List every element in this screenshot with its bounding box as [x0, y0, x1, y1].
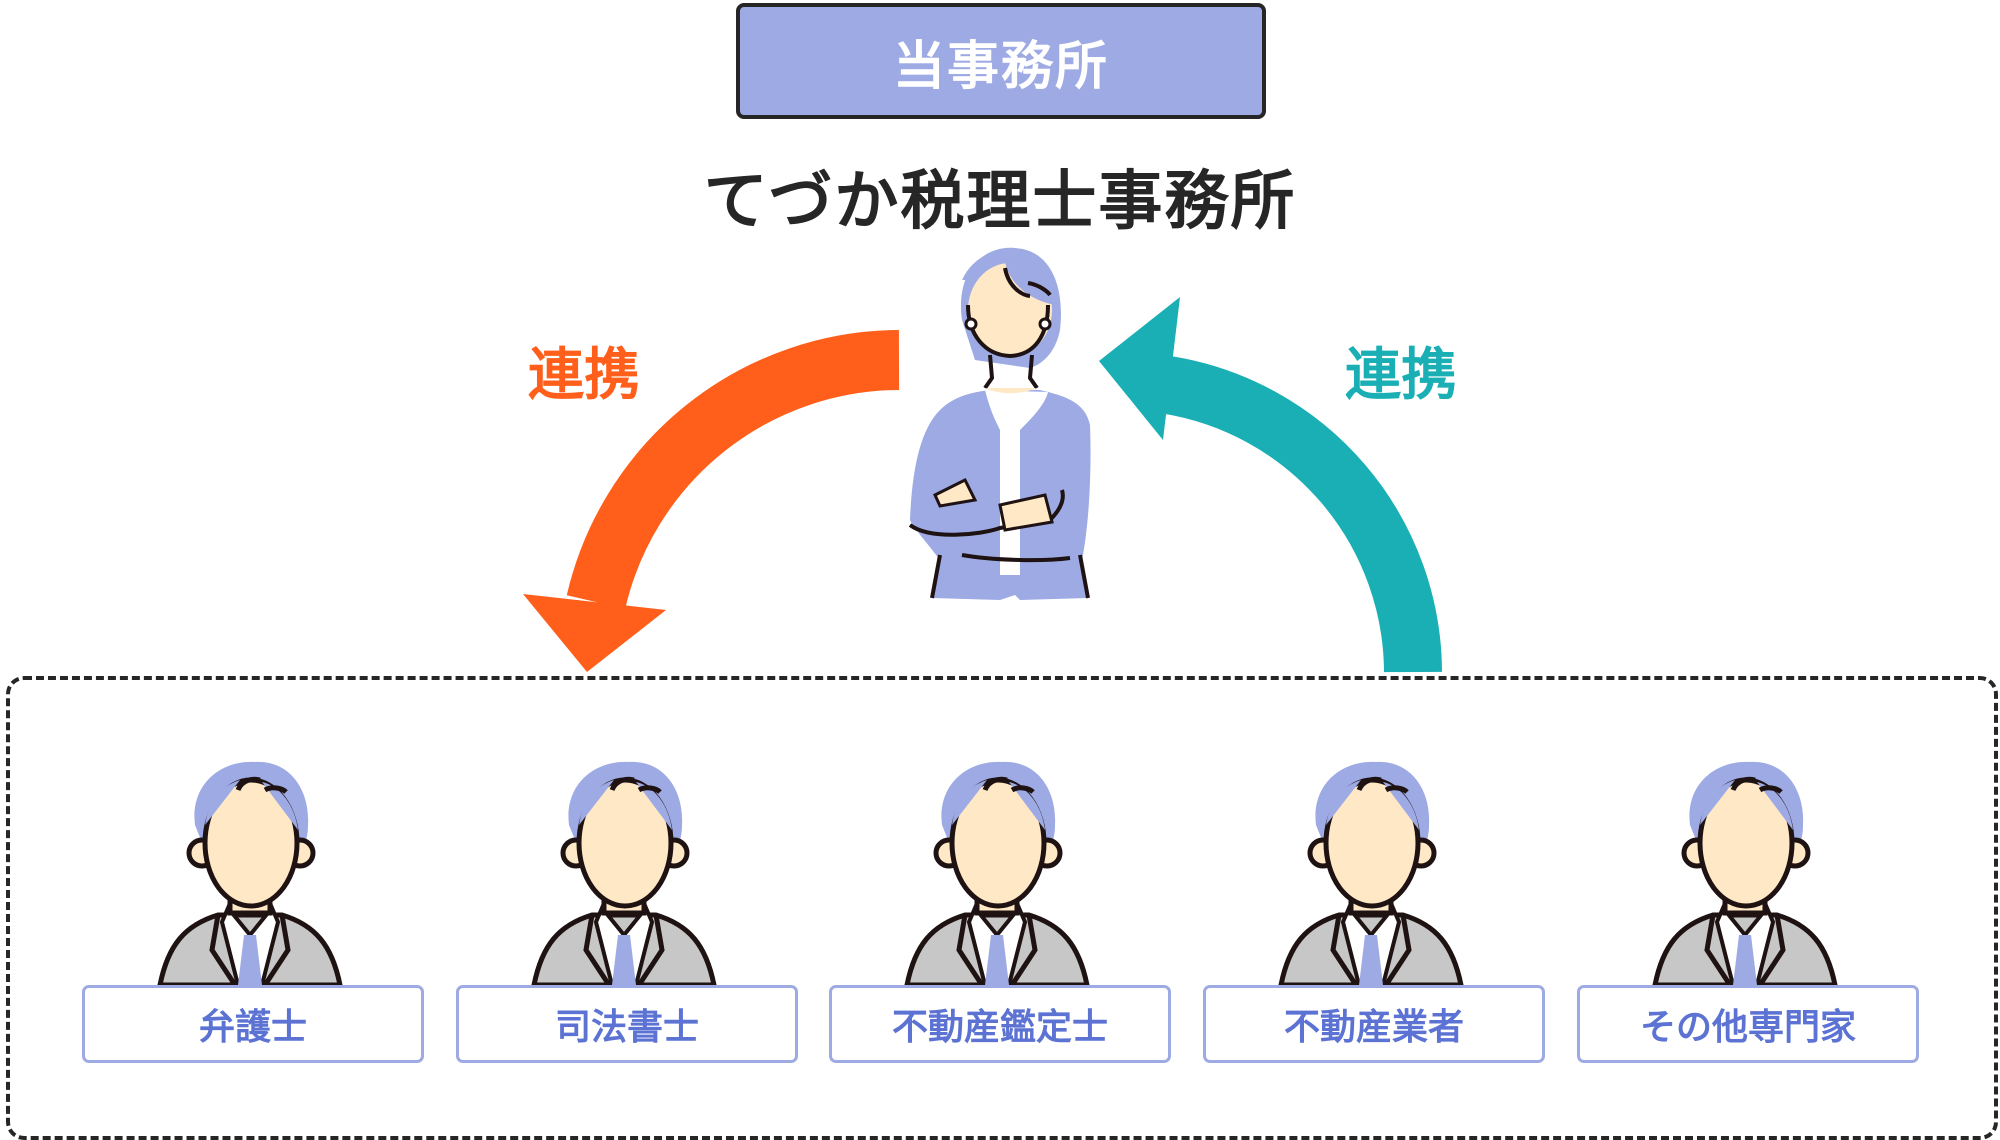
partner-label-lawyer: 弁護士: [82, 985, 424, 1063]
partner-label-judicial-scrivener: 司法書士: [456, 985, 798, 1063]
teal-arrow-head: [1099, 297, 1180, 440]
partner-label-appraiser: 不動産鑑定士: [829, 985, 1171, 1063]
office-badge-label: 当事務所: [892, 36, 1109, 97]
partner-illustration-judicial-scrivener: [534, 762, 714, 985]
partner-group-frame: [6, 676, 1998, 1140]
office-badge: 当事務所: [736, 3, 1266, 119]
partner-label-real-estate-agent: 不動産業者: [1203, 985, 1545, 1063]
partner-label-other-expert: その他専門家: [1577, 985, 1919, 1063]
link-label-right: 連携: [1345, 343, 1457, 408]
orange-arrow-head: [523, 594, 666, 672]
partner-illustration-other-expert: [1655, 762, 1835, 985]
partner-illustration-real-estate-agent: [1281, 762, 1461, 985]
partner-illustration-lawyer: [160, 762, 340, 985]
link-label-left: 連携: [528, 343, 640, 408]
partner-illustration-appraiser: [907, 762, 1087, 985]
orange-arrow-shaft: [566, 330, 900, 610]
tax-accountant-illustration: [908, 247, 1091, 600]
teal-arrow-shaft: [1163, 356, 1442, 673]
office-name-title: てづか税理士事務所: [703, 165, 1297, 239]
